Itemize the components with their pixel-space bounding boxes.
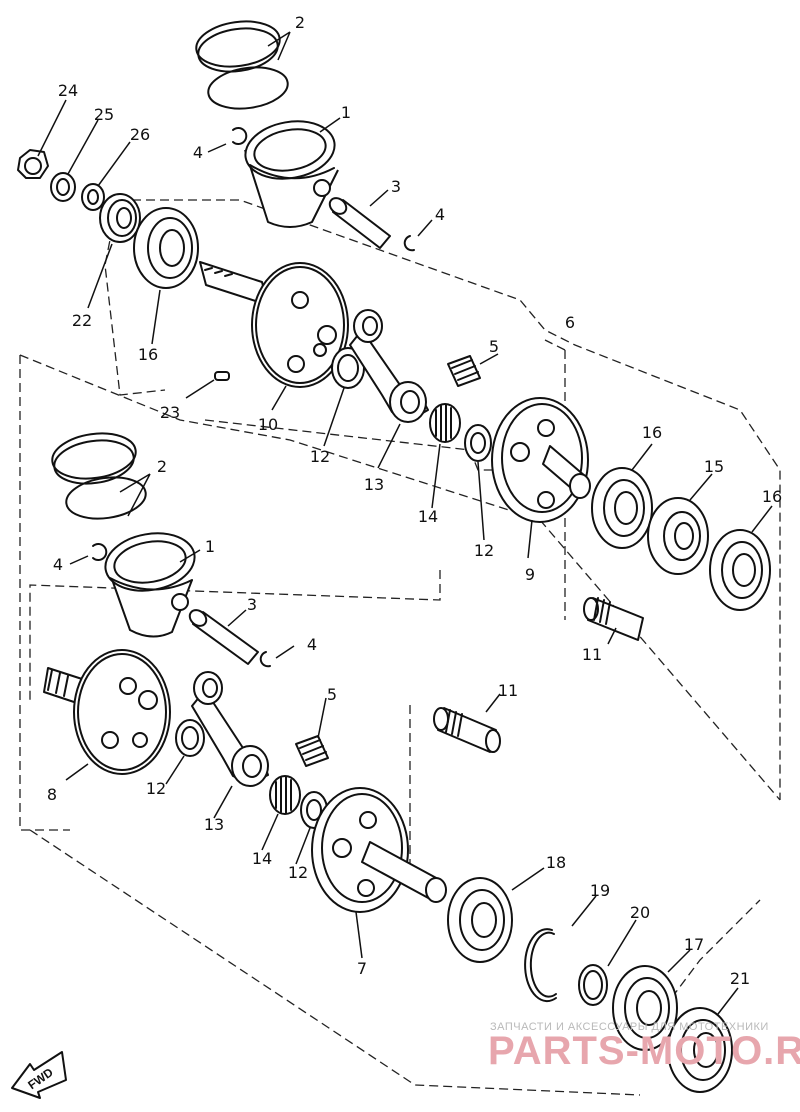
callout-6: 6 [565,313,575,332]
callout-11-bottom: 11 [498,681,518,700]
callout-12-bottom-a: 12 [146,779,166,798]
bearing-top-left [133,207,199,289]
bearing-right-a [591,467,653,549]
callout-4-top-left: 4 [193,143,203,162]
callout-2-bottom: 2 [157,457,167,476]
callout-16-right-a: 16 [642,423,662,442]
thrust-washer-12-b [464,424,492,462]
piston-rings-bottom [51,432,147,520]
callout-5-top: 5 [489,337,499,356]
piston-pin-top [328,197,391,249]
small-end-bearing-bottom [295,735,329,767]
callout-4-top-right: 4 [435,205,445,224]
leader-lines [37,31,773,1015]
callout-14-top: 14 [418,507,438,526]
washer-25 [50,172,76,202]
callout-23: 23 [160,403,180,422]
callout-1-top: 1 [341,103,351,122]
callout-3-top: 3 [391,177,401,196]
assembly-boundary-lines [19,199,781,1096]
watermark: ЗАПЧАСТИ И АКСЕССУАРЫ ДЛЯ МОТОТЕХНИКИ PA… [488,1021,800,1073]
piston-bottom [104,532,196,638]
callout-13-bottom: 13 [204,815,224,834]
thrust-washer-12-a [331,347,365,389]
piston-rings-top [195,20,289,110]
small-end-bearing-top [447,355,481,387]
callout-15: 15 [704,457,724,476]
piston-pin-bottom [188,609,259,665]
callout-12-bottom-b: 12 [288,863,308,882]
crank-half-10 [199,261,349,388]
callout-13-top: 13 [364,475,384,494]
callout-7: 7 [357,959,367,978]
circlip-top-left [232,127,248,145]
callout-10: 10 [258,415,278,434]
ring-20 [578,964,608,1006]
oil-seal-21 [667,1007,733,1093]
callout-25: 25 [94,105,114,124]
callout-4-bottom-right: 4 [307,635,317,654]
circlip-19 [524,928,557,1003]
callout-16-top-left: 16 [138,345,158,364]
bearing-18 [447,877,513,963]
big-end-bearing-top [429,403,461,443]
callout-labels: 2 1 4 3 4 24 25 26 22 16 23 10 12 13 14 … [47,13,782,988]
callout-24: 24 [58,81,78,100]
forward-direction-arrow: FWD [11,1051,67,1099]
callout-26: 26 [130,125,150,144]
watermark-tagline: ЗАПЧАСТИ И АКСЕССУАРЫ ДЛЯ МОТОТЕХНИКИ [490,1021,769,1033]
connecting-rod-top [349,309,429,423]
connecting-rod-bottom [191,671,269,787]
callout-8: 8 [47,785,57,804]
callout-20: 20 [630,903,650,922]
crank-half-8 [43,649,171,775]
crank-nut [17,149,49,179]
woodruff-key [214,371,230,381]
callout-11-top: 11 [582,645,602,664]
callout-5-bottom: 5 [327,685,337,704]
circlip-bottom-left [92,543,108,561]
callout-4-bottom-left: 4 [53,555,63,574]
callout-22: 22 [72,311,92,330]
callout-2-top: 2 [295,13,305,32]
oil-seal-22 [99,193,141,243]
crank-half-7 [311,787,447,913]
piston-top [244,120,339,228]
watermark-logo-text: PARTS-MOTO.RU [488,1029,800,1073]
callout-12-top-b: 12 [474,541,494,560]
thrust-washer-12-c [175,719,205,757]
callout-3-bottom: 3 [247,595,257,614]
bearing-17 [612,965,678,1051]
callout-21: 21 [730,969,750,988]
washer-26 [81,183,105,211]
bearing-right-b [709,529,771,611]
callout-17: 17 [684,935,704,954]
big-end-bearing-bottom [269,775,301,815]
callout-9: 9 [525,565,535,584]
callout-12-top-a: 12 [310,447,330,466]
callout-19: 19 [590,881,610,900]
callout-16-right-b: 16 [762,487,782,506]
collar-15 [647,497,709,575]
crank-pin-bottom [433,707,501,753]
circlip-top-right [403,235,415,252]
circlip-bottom-right [259,651,271,668]
callout-18: 18 [546,853,566,872]
callout-1-bottom: 1 [205,537,215,556]
crank-half-9 [491,397,591,523]
callout-14-bottom: 14 [252,849,272,868]
crank-pin-top [583,597,644,641]
